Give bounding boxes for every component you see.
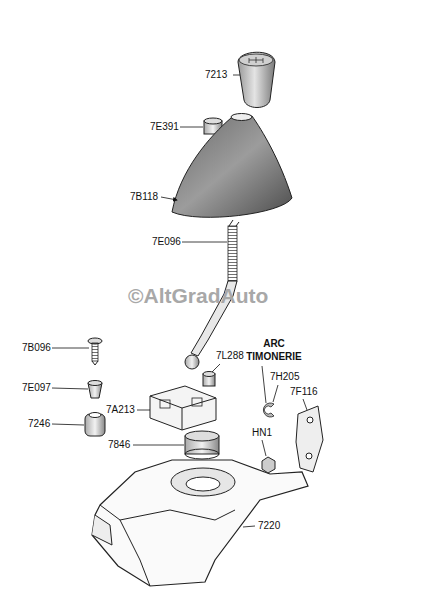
callout-number: 7220 — [258, 520, 280, 532]
leader-lines — [52, 75, 307, 527]
lever-housing — [150, 386, 216, 430]
callout-number: 7A213 — [106, 404, 135, 416]
gear-knob — [238, 52, 275, 107]
rubber-mount — [85, 413, 105, 437]
housing-bushing — [185, 431, 219, 459]
callout-number: 7E097 — [22, 382, 51, 394]
callout-number: 7213 — [205, 69, 227, 81]
screw — [88, 338, 102, 365]
callout-number: 7B096 — [22, 342, 51, 354]
hex-nut — [262, 457, 275, 473]
callout-note: ARC TIMONERIE — [238, 337, 310, 363]
callout-number: 7246 — [28, 418, 50, 430]
callout-number: 7846 — [108, 439, 130, 451]
callout-number: 7F116 — [290, 386, 318, 398]
callout-number: 7L288 — [216, 350, 244, 362]
cable-bracket — [296, 406, 323, 472]
callout-number: 7H205 — [270, 371, 299, 383]
shifter-base-plate — [92, 460, 308, 586]
retaining-clip — [263, 403, 274, 417]
grommet — [88, 381, 102, 399]
pivot-bushing — [203, 372, 215, 387]
callout-number: 7E391 — [150, 121, 179, 133]
callout-number: 7B118 — [130, 191, 158, 203]
callout-number: 7E096 — [152, 236, 181, 248]
shift-boot — [172, 114, 292, 218]
callout-number: HN1 — [252, 427, 272, 439]
watermark: ©AltGradAuto — [128, 284, 268, 308]
